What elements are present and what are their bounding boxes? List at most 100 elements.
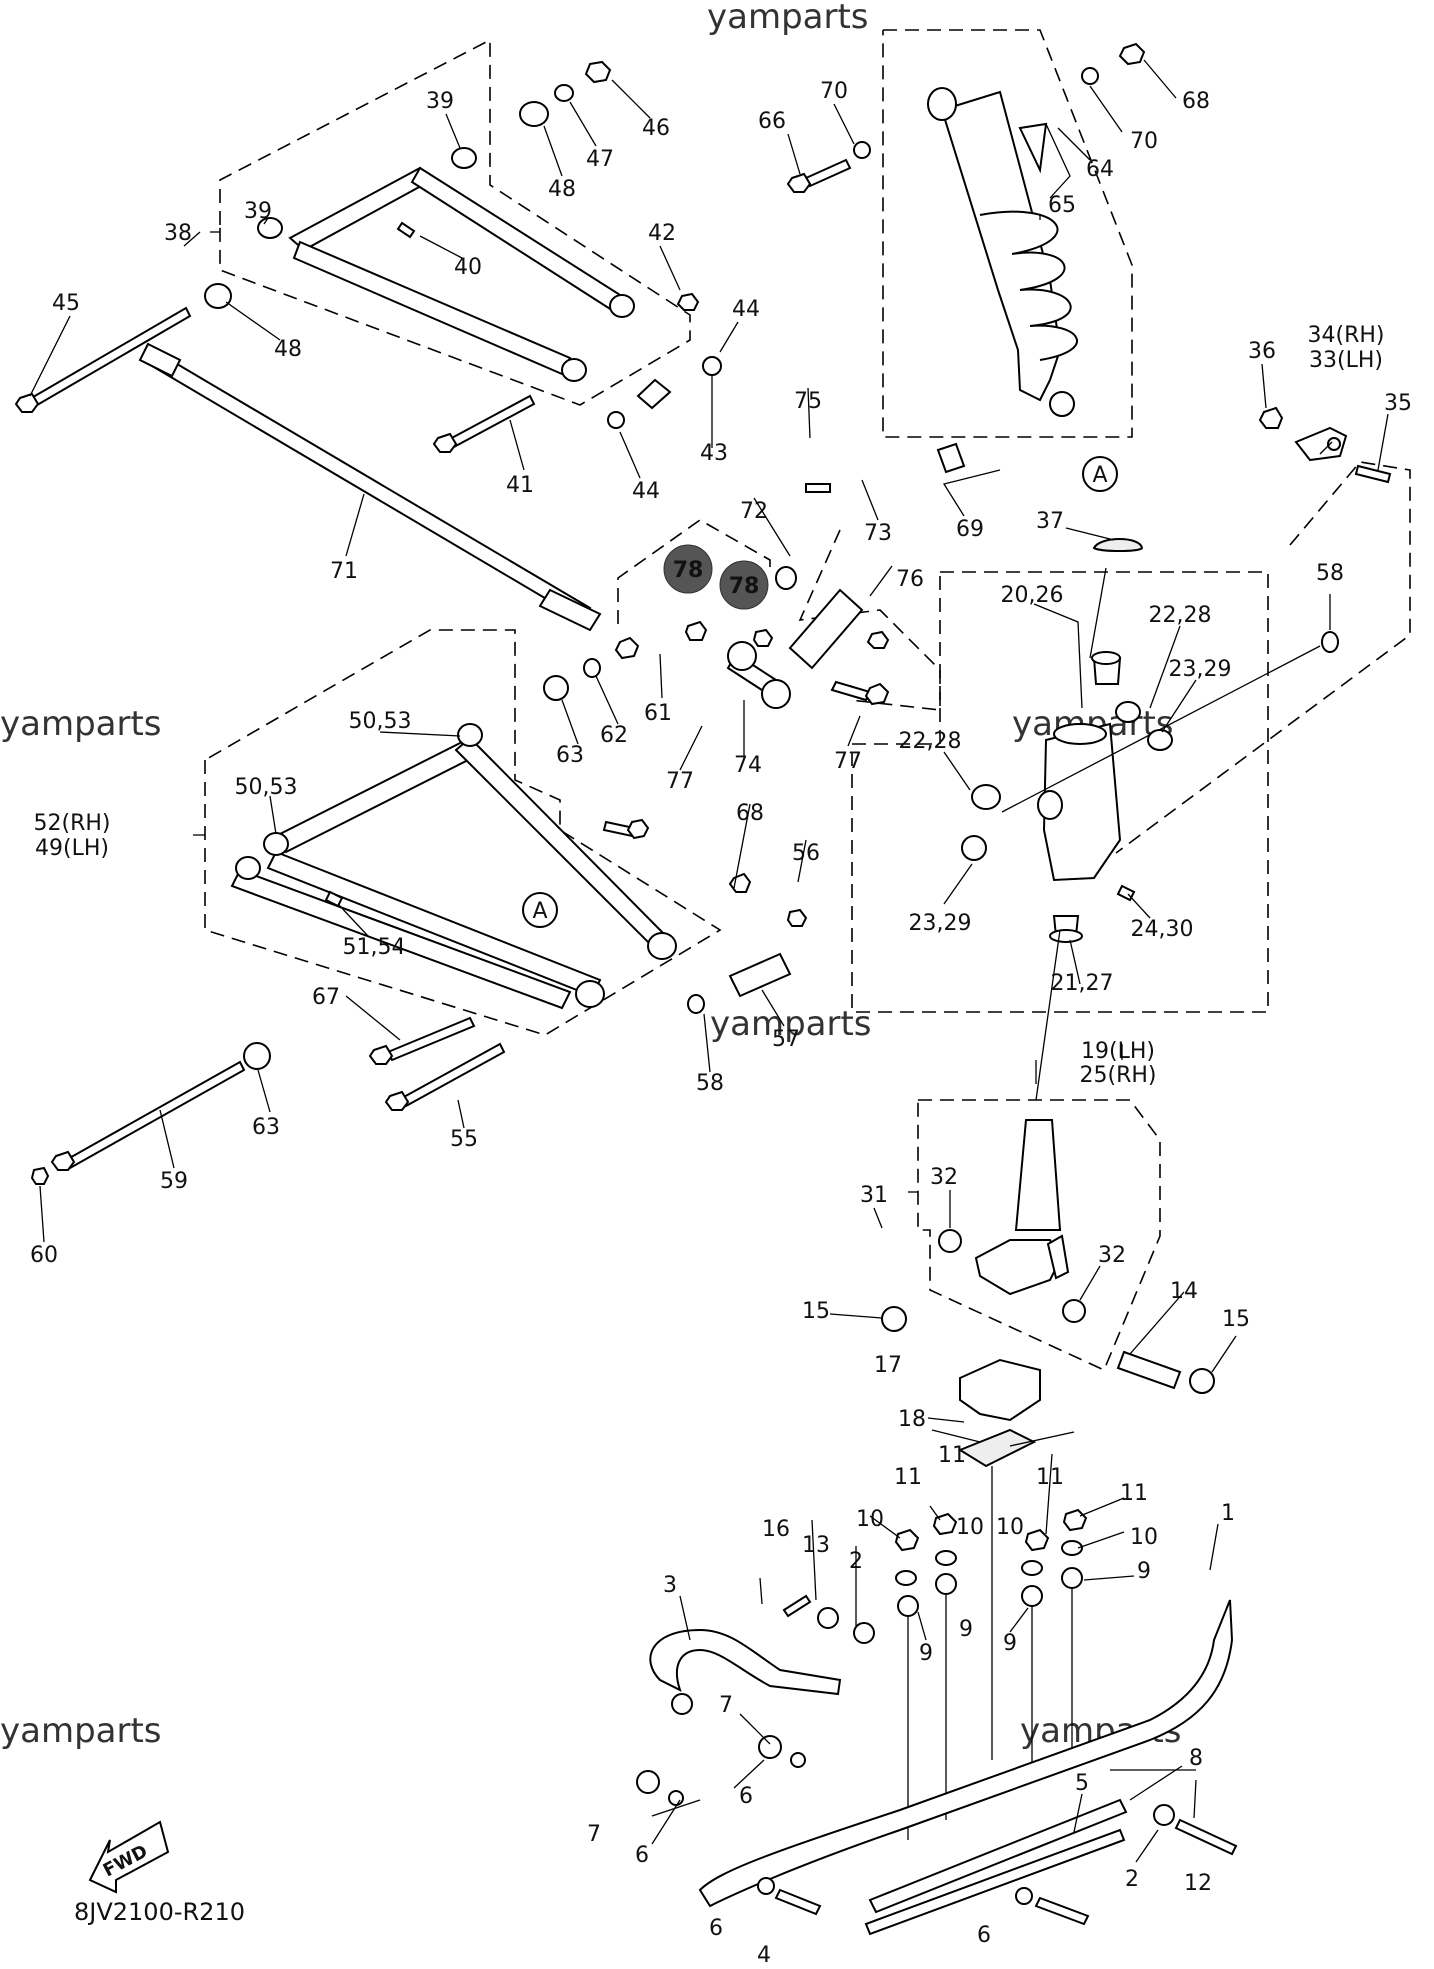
callout-label: 44 <box>732 297 760 322</box>
spindle-housing <box>1042 722 1122 882</box>
callout-label: 58 <box>696 1071 724 1096</box>
bushing <box>971 784 1001 810</box>
callout-label: 66 <box>758 109 786 134</box>
axis-line <box>1001 645 1321 813</box>
callout-label: 25(RH) <box>1080 1063 1157 1088</box>
callout-label: 52(RH) <box>34 811 111 836</box>
callout-label: 62 <box>600 723 628 748</box>
lower-arm-tube <box>274 736 482 854</box>
shock-eye <box>1049 391 1075 417</box>
callout-label: 32 <box>930 1165 958 1190</box>
washer <box>668 1790 684 1806</box>
washer <box>853 141 871 159</box>
steering-arm <box>1294 426 1348 462</box>
ski-runner <box>864 1828 1126 1936</box>
bushing <box>671 1693 693 1715</box>
bolt <box>805 483 831 493</box>
callout-label: 42 <box>648 221 676 246</box>
grease-nipple <box>324 890 344 908</box>
callout-label: 12 <box>1184 1871 1212 1896</box>
bushing <box>609 294 635 318</box>
cotter-pin <box>782 1594 812 1618</box>
collar <box>636 378 672 410</box>
callout-label: 77 <box>666 769 694 794</box>
washer <box>1081 67 1099 85</box>
rod-end <box>727 641 757 671</box>
bushing <box>451 147 477 169</box>
nut <box>728 872 752 893</box>
bushing <box>1147 729 1173 751</box>
tie-rod-end <box>138 342 182 378</box>
callout-labels: 1 2 2 3 4 5 6 6 6 6 7 7 8 9 9 9 9 10 10 … <box>30 79 1412 1968</box>
highlight-badge-label: 78 <box>673 558 704 583</box>
tie-rod-end <box>538 588 602 632</box>
washer <box>583 658 601 678</box>
relay-bracket <box>788 588 864 670</box>
relay-bracket-outline <box>798 529 941 711</box>
washer <box>554 84 574 102</box>
callout-label: 1 <box>1221 1501 1235 1526</box>
callout-label: 51,54 <box>343 935 406 960</box>
bushing <box>961 835 987 861</box>
callout-label: 36 <box>1248 339 1276 364</box>
collar <box>936 442 966 474</box>
lower-arm-tube <box>454 736 672 952</box>
callout-label: 9 <box>919 1641 933 1666</box>
ski-handle <box>649 1628 842 1696</box>
callout-label: 21,27 <box>1051 971 1114 996</box>
cap <box>1092 538 1144 552</box>
ski-plate <box>957 1428 1037 1468</box>
callout-label: 4 <box>757 1943 771 1968</box>
callout-label: 73 <box>864 521 892 546</box>
nut <box>614 636 640 660</box>
reference-circle <box>522 892 558 928</box>
callout-label: 68 <box>1182 89 1210 114</box>
bushing <box>235 856 261 880</box>
nut <box>676 292 700 311</box>
washer <box>702 356 722 376</box>
bushing <box>938 1229 962 1253</box>
leader-lines <box>29 59 1389 1863</box>
callout-label: 34(RH) <box>1308 323 1385 348</box>
nut <box>752 628 774 647</box>
callout-label: 64 <box>1086 157 1114 182</box>
callout-label: 39 <box>426 89 454 114</box>
bolt <box>64 1060 246 1170</box>
callout-label: 13 <box>802 1533 830 1558</box>
rivet <box>897 1595 919 1617</box>
callout-label: 11 <box>1120 1481 1148 1506</box>
callout-label: 47 <box>586 147 614 172</box>
nut <box>758 1735 782 1759</box>
callout-label: 49(LH) <box>35 836 109 861</box>
nut <box>1258 406 1284 429</box>
callout-label: 37 <box>1036 509 1064 534</box>
nut <box>1118 42 1146 66</box>
nut <box>817 1607 839 1629</box>
callout-label: 63 <box>252 1115 280 1140</box>
grease-nipple <box>396 221 416 239</box>
bore <box>1327 437 1341 451</box>
bolt-head <box>14 392 40 413</box>
relay-rod-outline <box>617 519 771 624</box>
bolt <box>386 1016 476 1062</box>
bushing <box>1189 1368 1215 1394</box>
callout-label: 18 <box>898 1407 926 1432</box>
callout-label: 8 <box>1189 1746 1203 1771</box>
bushing <box>881 1306 907 1332</box>
callout-label: 70 <box>1130 129 1158 154</box>
rod-end <box>761 679 791 709</box>
washer <box>519 101 549 127</box>
washer <box>687 994 705 1014</box>
callout-label: 43 <box>700 441 728 466</box>
nut <box>636 1770 660 1794</box>
washer <box>607 411 625 429</box>
callout-label: 61 <box>644 701 672 726</box>
callout-label: 15 <box>802 1299 830 1324</box>
callout-label: 23,29 <box>1169 657 1232 682</box>
callout-label: 50,53 <box>349 709 412 734</box>
callout-label: 67 <box>312 985 340 1010</box>
callout-label: 23,29 <box>909 911 972 936</box>
callout-label: 15 <box>1222 1307 1250 1332</box>
callout-label: 69 <box>956 517 984 542</box>
